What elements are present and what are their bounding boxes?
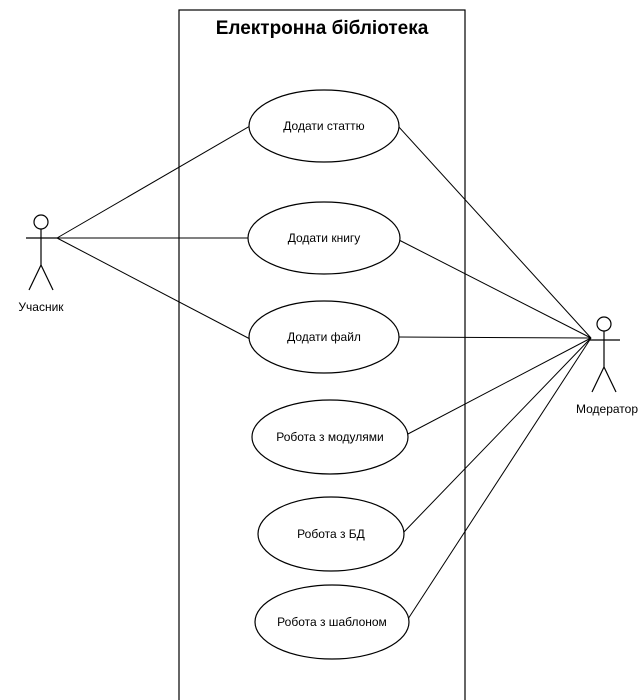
association-moderator-work-db (401, 337, 592, 535)
association-participant-add-article (56, 125, 251, 239)
system-boundary: Електронна бібліотека (178, 9, 466, 700)
actor-participant[interactable]: Учасник (18, 214, 64, 314)
use-case-work-modules[interactable]: Робота з модулями (251, 399, 409, 475)
use-case-ellipse[interactable] (251, 399, 409, 475)
use-case-ellipse[interactable] (254, 584, 410, 660)
use-case-add-book[interactable]: Додати книгу (247, 201, 401, 275)
use-case-add-file[interactable]: Додати файл (248, 300, 400, 374)
association-moderator-work-template (407, 337, 592, 620)
use-case-label: Робота з шаблоном (277, 615, 387, 629)
stick-figure-icon (26, 214, 57, 291)
actor-moderator[interactable]: Модератор (576, 316, 638, 416)
use-case-work-template[interactable]: Робота з шаблоном (254, 584, 410, 660)
stick-figure-icon (590, 316, 620, 393)
use-case-label: Додати книгу (288, 231, 361, 245)
association-moderator-work-modules (405, 337, 592, 436)
system-title: Електронна бібліотека (216, 18, 429, 39)
use-case-label: Робота з модулями (276, 430, 384, 444)
use-case-label: Додати файл (287, 330, 361, 344)
association-participant-add-file (56, 237, 251, 340)
use-case-ellipse[interactable] (247, 201, 401, 275)
use-case-ellipse[interactable] (257, 496, 405, 572)
use-case-work-db[interactable]: Робота з БД (257, 496, 405, 572)
use-case-ellipse[interactable] (248, 300, 400, 374)
use-case-ellipse[interactable] (248, 89, 400, 163)
association-lines (56, 125, 592, 620)
use-case-label: Робота з БД (297, 527, 365, 541)
association-moderator-add-file (397, 336, 592, 339)
use-case-add-article[interactable]: Додати статтю (248, 89, 400, 163)
actor-label: Модератор (576, 402, 638, 416)
association-moderator-add-book (398, 239, 592, 339)
system-boundary-box (178, 9, 466, 700)
actor-label: Учасник (18, 300, 64, 314)
association-moderator-add-article (397, 125, 592, 339)
use-case-label: Додати статтю (283, 119, 364, 133)
